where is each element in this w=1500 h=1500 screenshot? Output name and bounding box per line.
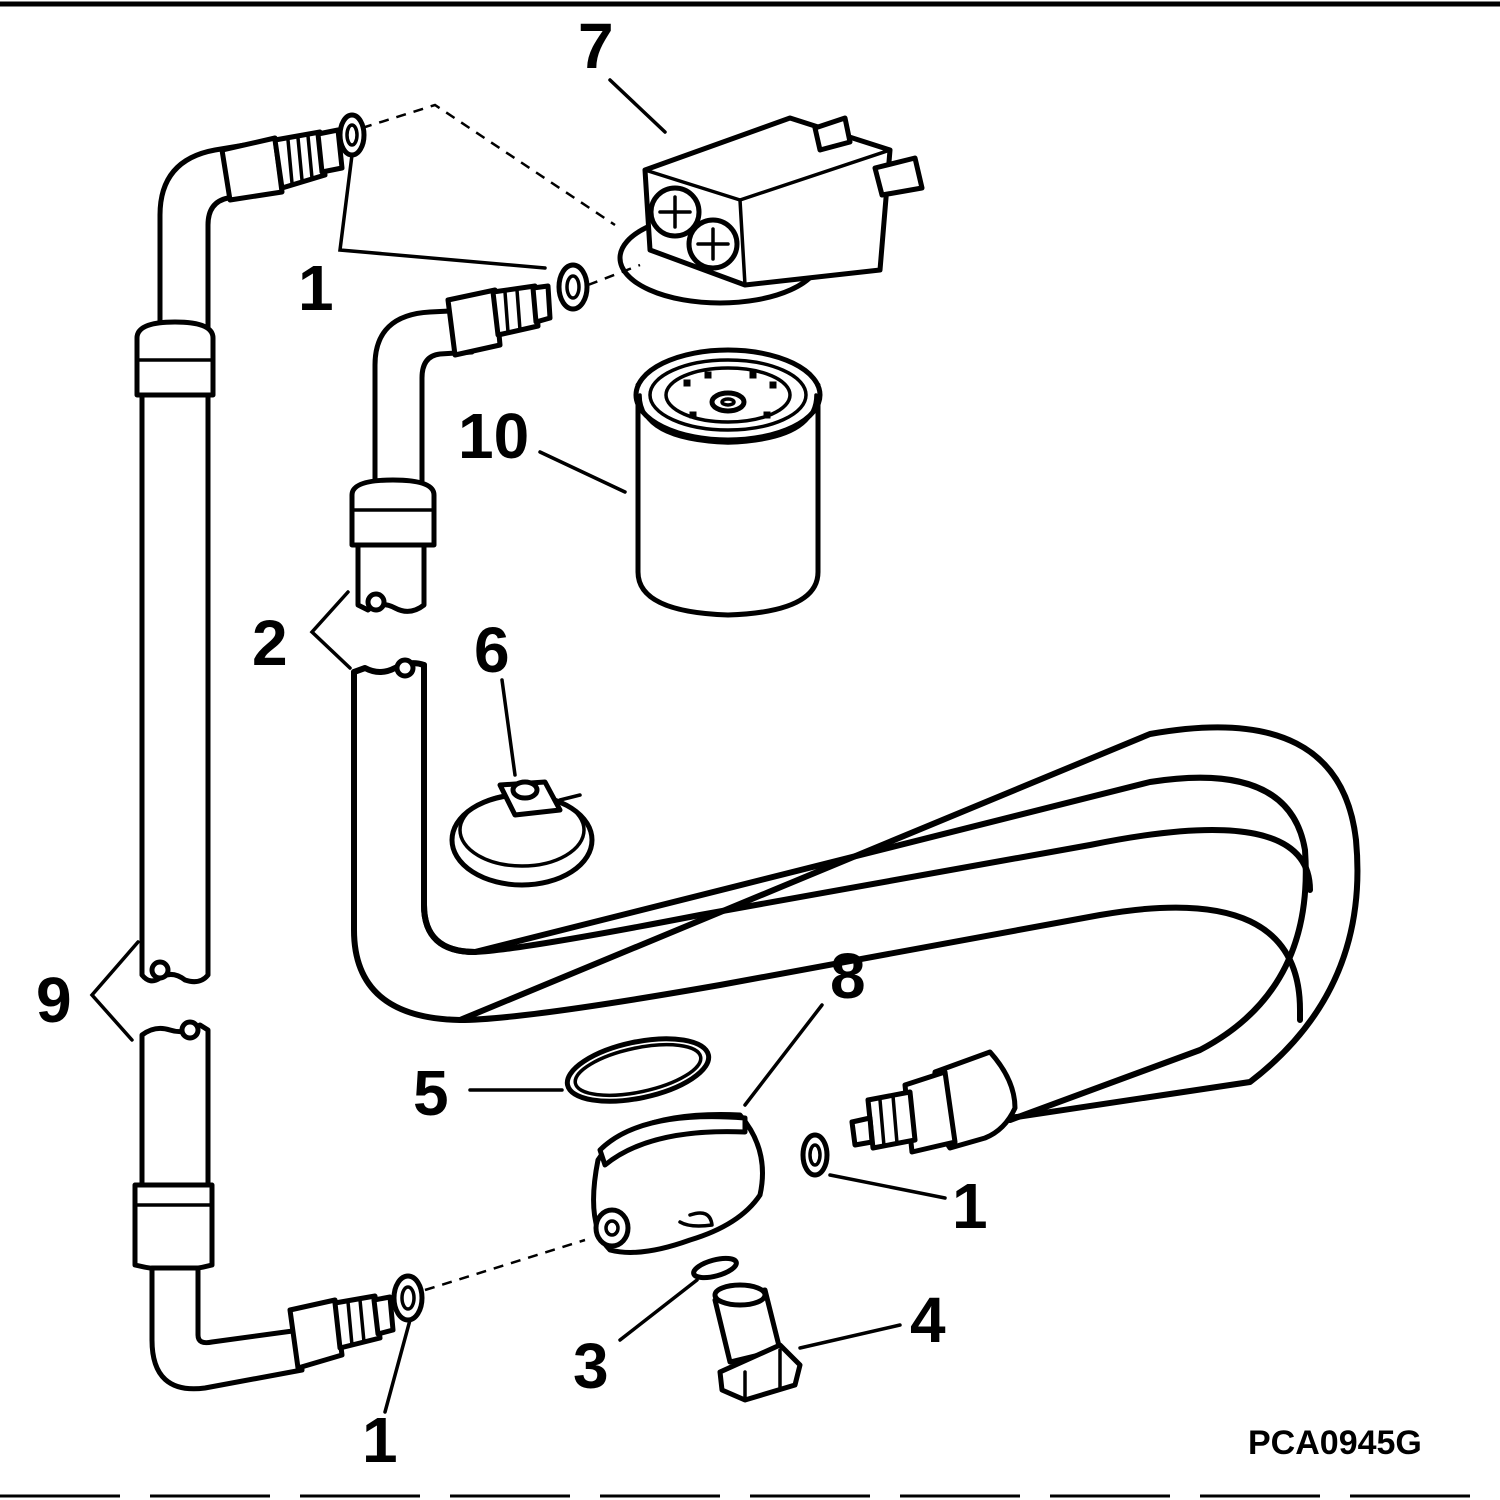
leader-8 <box>743 1003 824 1107</box>
lower-ferrule <box>132 1182 215 1273</box>
upper-nut <box>219 135 285 203</box>
lower-tube-elbow <box>149 1265 305 1392</box>
leader-6 <box>500 678 517 777</box>
terminal-b <box>872 155 925 198</box>
figure-reference: PCA0945G <box>1248 1424 1422 1462</box>
callout-6: 6 <box>474 614 510 686</box>
part-3-washer <box>691 1255 739 1281</box>
dash-path-bottom <box>424 1238 586 1292</box>
leader-2 <box>309 590 352 670</box>
callout-7: 7 <box>578 10 614 82</box>
leader-7 <box>608 78 667 134</box>
lower-nut <box>287 1297 345 1371</box>
leader-3 <box>618 1278 699 1342</box>
part-9-hose-assembly <box>132 127 396 1392</box>
leader-1-right <box>828 1173 947 1200</box>
leader-10 <box>538 450 627 494</box>
loop-hose-outer-b <box>457 724 1361 1121</box>
part-2-hose-assembly <box>349 283 1361 1155</box>
upper-hose-segment <box>139 392 211 985</box>
leader-4 <box>798 1323 902 1350</box>
adapter-port <box>593 1207 631 1249</box>
mid-nut <box>445 287 503 358</box>
leader-1-bottom <box>383 1318 412 1414</box>
callout-3: 3 <box>573 1330 609 1402</box>
part-4-bolt <box>712 1282 803 1403</box>
lower-hose-segment <box>139 1022 211 1193</box>
washer-1-right <box>800 1132 830 1178</box>
callout-1-right: 1 <box>952 1170 988 1242</box>
leader-1-top <box>338 153 547 270</box>
callout-1-bottom: 1 <box>362 1404 398 1476</box>
callout-5: 5 <box>413 1057 449 1129</box>
part-7-filter-head <box>617 115 925 306</box>
filter-body <box>635 382 821 618</box>
callout-8: 8 <box>830 940 866 1012</box>
part-6-clamp <box>449 779 595 888</box>
callout-9: 9 <box>36 964 72 1036</box>
part-5-o-ring <box>564 1036 712 1104</box>
right-thread <box>865 1089 918 1151</box>
washer-1-mid <box>556 262 590 312</box>
part-8-adapter <box>591 1112 765 1255</box>
loop-hose-inner-b <box>421 774 1309 1123</box>
callout-4: 4 <box>910 1284 946 1356</box>
upper-tip <box>315 127 345 175</box>
washer-1-bottom <box>391 1273 425 1323</box>
loop-hose-outer-a <box>351 669 1303 1023</box>
callout-1-top: 1 <box>298 252 334 324</box>
leader-9 <box>89 940 140 1042</box>
dash-path-mid <box>587 263 641 287</box>
lower-thread <box>332 1293 383 1351</box>
part-10-filter <box>633 347 823 618</box>
washer-1-top <box>337 112 367 158</box>
upper-cut-end <box>149 959 171 981</box>
callout-10: 10 <box>458 400 529 472</box>
adapter-rim <box>597 1114 748 1168</box>
callout-2: 2 <box>252 607 288 679</box>
dash-path-top <box>361 103 616 227</box>
terminal-a <box>812 115 853 153</box>
mid-ferrule <box>349 477 437 548</box>
